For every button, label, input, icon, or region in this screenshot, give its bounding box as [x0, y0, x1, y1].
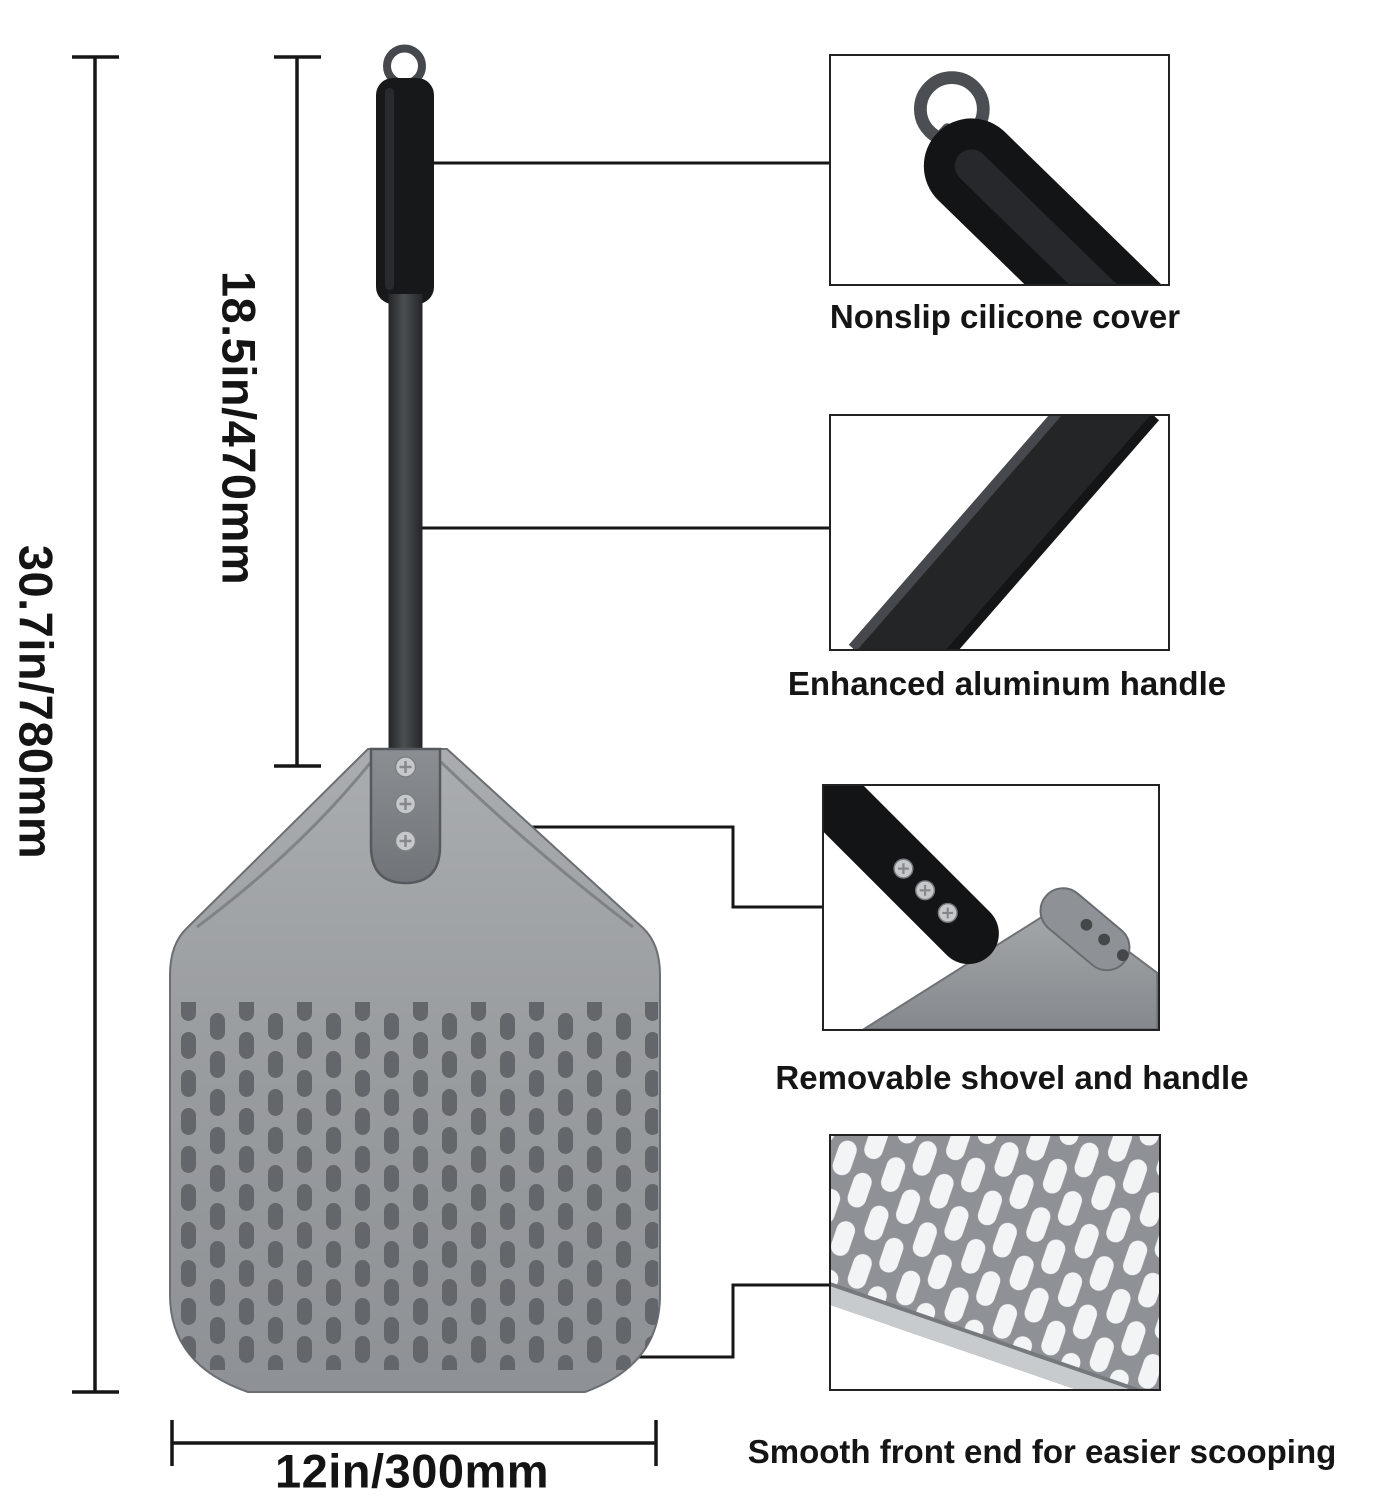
callout-image-aluminum-handle: [829, 414, 1170, 651]
callout-image-silicone-cover: [829, 54, 1170, 286]
callout-image-removable-joint: [822, 784, 1160, 1031]
peel-silicone-grip: [376, 78, 434, 304]
callout-label-smooth-front: Smooth front end for easier scooping: [747, 1433, 1337, 1470]
dimension-line-handle: [274, 55, 321, 768]
peel-crease-left: [196, 761, 373, 929]
dimension-blade-width-label: 12in/300mm: [274, 1444, 550, 1498]
connector-removable-joint: [435, 825, 822, 909]
peel-mounting-bracket: [369, 747, 442, 885]
dimension-line-total: [72, 55, 119, 1394]
smooth-front-edge-band: [831, 1262, 1159, 1389]
callout-label-silicone-cover: Nonslip cilicone cover: [829, 298, 1181, 335]
handle-bar-closeup: [852, 416, 1155, 649]
bracket-screw: [394, 830, 417, 852]
callout-image-smooth-front: [829, 1134, 1161, 1391]
callout-label-removable-joint: Removable shovel and handle: [775, 1059, 1249, 1096]
plate-edge-line: [831, 1259, 1159, 1389]
removable-joint-closeup: [824, 786, 1158, 1029]
peel-perforations: [172, 1002, 658, 1370]
handle-facet-shadow: [946, 416, 1160, 649]
dimension-total-length-label: 30.7in/780mm: [9, 544, 63, 860]
handle-screws-closeup: [893, 858, 958, 923]
silicone-cover-closeup: [914, 71, 1161, 284]
callout-label-aluminum-handle: Enhanced aluminum handle: [787, 665, 1227, 702]
handle-facet-highlight: [848, 416, 1062, 649]
peel-crease-right: [439, 760, 634, 929]
peel-aluminum-shaft: [388, 294, 423, 756]
bracket-holes-closeup: [1080, 918, 1129, 962]
aluminum-handle-closeup: [848, 416, 1160, 649]
bracket-screws: [394, 756, 417, 852]
dimension-line-width: [170, 1420, 658, 1466]
dimension-handle-length-label: 18.5in/470mm: [212, 270, 266, 586]
perforated-plate-closeup: [831, 1136, 1159, 1389]
grip-sheen-closeup: [954, 149, 1117, 284]
bracket-screw: [394, 793, 417, 815]
smooth-front-closeup: [831, 1136, 1159, 1389]
bracket-screw: [394, 756, 417, 778]
peel-grip-sheen: [385, 88, 394, 290]
pizza-peel: [169, 44, 661, 1393]
